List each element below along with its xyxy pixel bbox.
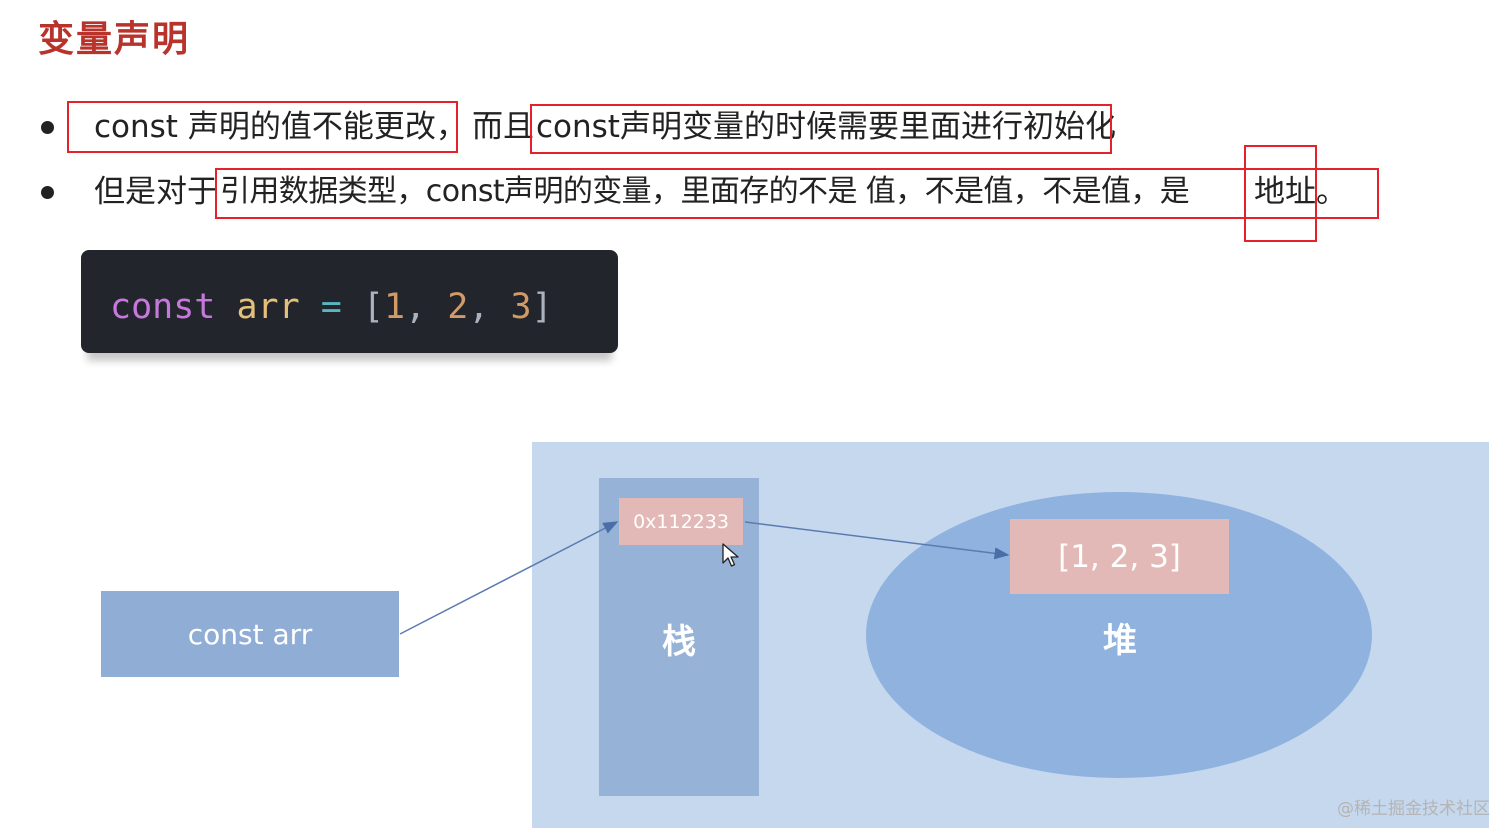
highlight-box-const-immutable: [67, 101, 458, 153]
stack-label: 栈: [662, 622, 696, 662]
code-bracket-close: ]: [531, 287, 553, 327]
code-comma: ,: [405, 287, 427, 327]
code-keyword: const: [110, 287, 216, 327]
bullet-2-text-b: 引用数据类型，const声明的变量，里面存的不是 值，不是值，不是值，是: [220, 174, 1190, 209]
code-snippet-card: [81, 250, 618, 353]
code-snippet: const arr = [1, 2, 3]: [110, 282, 553, 332]
bullet-2-text-a: 但是对于: [94, 174, 218, 210]
arrow-address-to-heap: [744, 521, 1010, 560]
code-number: 3: [510, 287, 532, 327]
heap-label: 堆: [1103, 621, 1137, 661]
bullet-dot-icon: [41, 121, 54, 134]
bullet-2-text-d: 。: [1316, 174, 1347, 210]
variable-box: const arr: [101, 591, 399, 677]
code-bracket-open: [: [362, 287, 384, 327]
highlight-box-address: [1244, 145, 1317, 242]
mouse-pointer-icon: [722, 543, 739, 567]
code-number: 1: [383, 287, 406, 327]
code-operator: =: [320, 287, 342, 327]
code-number: 2: [447, 287, 469, 327]
bullet-1-text-a: const 声明的值不能更改，: [94, 109, 467, 145]
watermark: @稀土掘金技术社区: [1337, 799, 1490, 819]
bullet-2-text-c: 地址: [1254, 174, 1316, 210]
bullet-1-text-c: const声明变量的时候需要里面进行初始化: [536, 109, 1116, 145]
code-comma: ,: [468, 287, 490, 327]
heap-value-box: [1, 2, 3]: [1010, 519, 1229, 594]
bullet-1-text-b: 而且: [472, 109, 534, 145]
highlight-box-reference-type: [215, 168, 1379, 219]
code-identifier: arr: [236, 287, 300, 327]
address-box: 0x112233: [619, 498, 743, 545]
bullet-dot-icon: [41, 186, 54, 199]
page-title: 变量声明: [38, 19, 191, 60]
arrow-variable-to-address: [399, 521, 619, 635]
highlight-box-const-init: [530, 104, 1112, 154]
